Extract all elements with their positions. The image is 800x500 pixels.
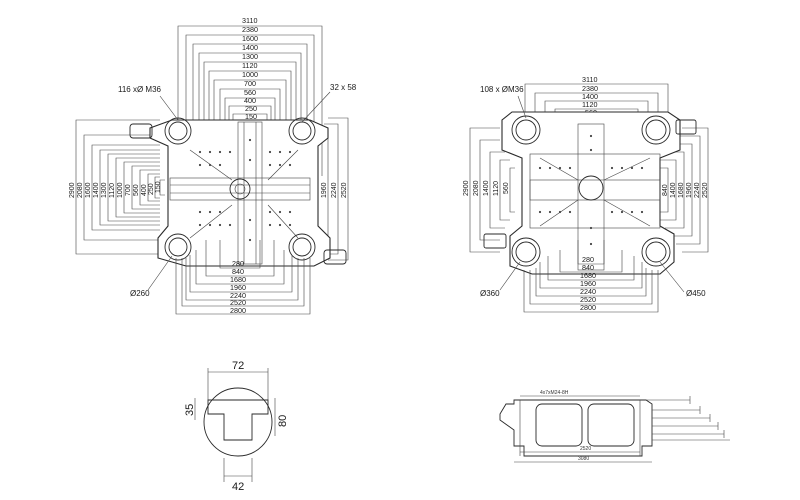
- dim-label: 560: [133, 184, 140, 196]
- dim-label: 1400: [93, 182, 100, 198]
- dim-label: 2380: [582, 84, 598, 93]
- dim-label: 250: [245, 104, 257, 113]
- t-slot-neck-label: 42: [232, 481, 244, 493]
- callout-bore: Ø450: [686, 289, 706, 298]
- dim-label: 2900: [69, 182, 76, 198]
- right-platen-view: 3110 2380 1400 1120 560 2900 2080 1400 1…: [463, 75, 709, 313]
- dim-label: 1400: [582, 92, 598, 101]
- left-platen-view: 3110 2380 1600 1400 1300 1120 1000 700 5…: [69, 16, 357, 315]
- dim-label: 1300: [101, 182, 108, 198]
- left-top-dimension-labels: 3110 2380 1600 1400 1300 1120 1000 700 5…: [242, 16, 258, 121]
- dim-label: 2520: [341, 182, 348, 198]
- dim-label: 400: [244, 96, 256, 105]
- dim-label: 1600: [85, 182, 92, 198]
- dim-label: 1680: [580, 271, 596, 280]
- right-right-dimension-labels: 280 840 1400 1680 1960 2240 2520: [654, 182, 709, 198]
- dim-label: 1120: [242, 61, 257, 70]
- dim-label: 840: [662, 184, 669, 196]
- left-mounting-holes: [198, 138, 292, 242]
- left-callouts: 116 xØ M36 32 x 58 Ø260: [118, 83, 357, 298]
- dim-label: 840: [232, 267, 244, 276]
- left-platen-body: [129, 119, 347, 267]
- dim-label: 2520: [230, 298, 246, 307]
- side-note: 4x7xM24-8H: [540, 390, 569, 396]
- side-dim-inner: 2520: [580, 446, 591, 452]
- t-slot-head-label: 35: [184, 404, 196, 416]
- right-side-dimension-labels: 2900 2080 1400 1120 560: [463, 180, 510, 196]
- right-bottom-dimension-labels: 280 840 1680 1960 2240 2520 2800: [580, 255, 596, 312]
- callout-bore: Ø260: [130, 289, 150, 298]
- dim-label: 840: [582, 263, 594, 272]
- dim-label: 2240: [694, 182, 701, 198]
- dim-label: 2080: [473, 180, 480, 196]
- dim-label: 560: [503, 182, 510, 194]
- dim-label: 2380: [242, 25, 258, 34]
- t-slot-width-label: 72: [232, 360, 244, 372]
- t-slot-depth-label: 80: [277, 415, 289, 427]
- dim-label: 2900: [463, 180, 470, 196]
- dim-label: 1960: [580, 279, 596, 288]
- dim-label: 2520: [702, 182, 709, 198]
- left-bottom-dimension-labels: 280 840 1680 1960 2240 2520 2800: [230, 259, 246, 315]
- right-callouts: 108 x ØM36 Ø360 Ø450: [480, 85, 706, 298]
- left-side-dimension-lines: [75, 119, 165, 255]
- dim-label: 1680: [230, 275, 246, 284]
- dim-label: 1960: [321, 182, 328, 198]
- dim-label: 280: [582, 255, 594, 264]
- dim-label: 280: [232, 259, 244, 268]
- dim-label: 2240: [230, 291, 246, 300]
- dim-label: 1600: [242, 34, 258, 43]
- dim-label: 700: [244, 79, 256, 88]
- right-platen-body: [483, 111, 697, 275]
- dim-label: 1120: [109, 183, 116, 198]
- dim-label: 2800: [580, 303, 596, 312]
- dim-label: 1120: [582, 100, 597, 109]
- dim-label: 1000: [242, 70, 258, 79]
- dim-label: 150: [155, 181, 162, 193]
- right-tie-bar-holes: [511, 115, 671, 267]
- dim-label: 2240: [580, 287, 596, 296]
- dim-label: 2800: [230, 306, 246, 315]
- right-top-dimension-labels: 3110 2380 1400 1120 560: [582, 75, 598, 117]
- side-dim-outer: 3080: [578, 456, 589, 462]
- dim-label: 1000: [117, 182, 124, 198]
- side-section-view: 4x7xM24-8H 2520 3080: [499, 390, 730, 463]
- dim-label: 1400: [242, 43, 258, 52]
- dim-label: 1960: [686, 182, 693, 198]
- dim-label: 1120: [493, 181, 500, 196]
- dim-label: 150: [245, 112, 257, 121]
- dim-label: 3110: [582, 75, 597, 84]
- right-mounting-holes: [538, 134, 644, 246]
- t-slot-detail: 72 35 80 42: [184, 360, 289, 493]
- left-side-dimension-labels: 2900 2080 1600 1400 1300 1120 1000 700 5…: [69, 181, 162, 198]
- dim-label: 1680: [678, 182, 685, 198]
- dim-label: 1400: [483, 180, 490, 196]
- dim-label: 1400: [670, 182, 677, 198]
- dim-label: 400: [141, 184, 148, 196]
- dim-label: 250: [148, 183, 155, 195]
- dim-label: 2240: [331, 182, 338, 198]
- left-bottom-dimension-lines: [175, 240, 311, 315]
- dim-label: 1960: [230, 283, 246, 292]
- callout-bore: Ø360: [480, 289, 500, 298]
- callout-tie-bolts: 108 x ØM36: [480, 85, 524, 94]
- dim-label: 1300: [242, 52, 258, 61]
- dim-label: 700: [125, 184, 132, 196]
- dim-label: 2080: [77, 182, 84, 198]
- callout-slot: 32 x 58: [330, 83, 357, 92]
- callout-tie-bolts: 116 xØ M36: [118, 85, 162, 94]
- right-bottom-dimension-lines: [523, 240, 659, 313]
- dim-label: 3110: [242, 16, 257, 25]
- dim-label: 2520: [580, 295, 596, 304]
- dim-label: 560: [244, 88, 256, 97]
- left-tie-bar-holes: [164, 117, 316, 261]
- right-side-dimension-lines: [469, 127, 515, 253]
